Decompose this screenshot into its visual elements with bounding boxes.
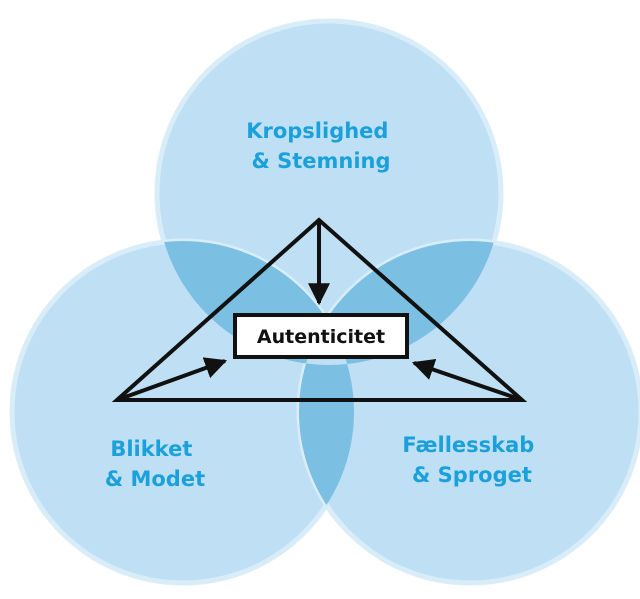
label-right-line1: Fællesskab	[402, 433, 534, 457]
center-box	[233, 313, 409, 359]
label-left-line2: & Modet	[105, 467, 205, 491]
center-label: Autenticitet	[257, 326, 385, 348]
label-left: Blikket & Modet	[105, 437, 205, 491]
label-top: Kropslighed & Stemning	[246, 119, 396, 173]
label-top-line2: & Stemning	[251, 149, 390, 173]
label-top-line1: Kropslighed	[246, 119, 388, 143]
arrow-from-right	[411, 359, 523, 402]
arrow-from-left	[116, 357, 228, 402]
label-right: Fællesskab & Sproget	[402, 433, 541, 487]
label-right-line2: & Sproget	[412, 463, 532, 487]
triangle	[111, 217, 528, 402]
label-left-line1: Blikket	[110, 437, 192, 461]
